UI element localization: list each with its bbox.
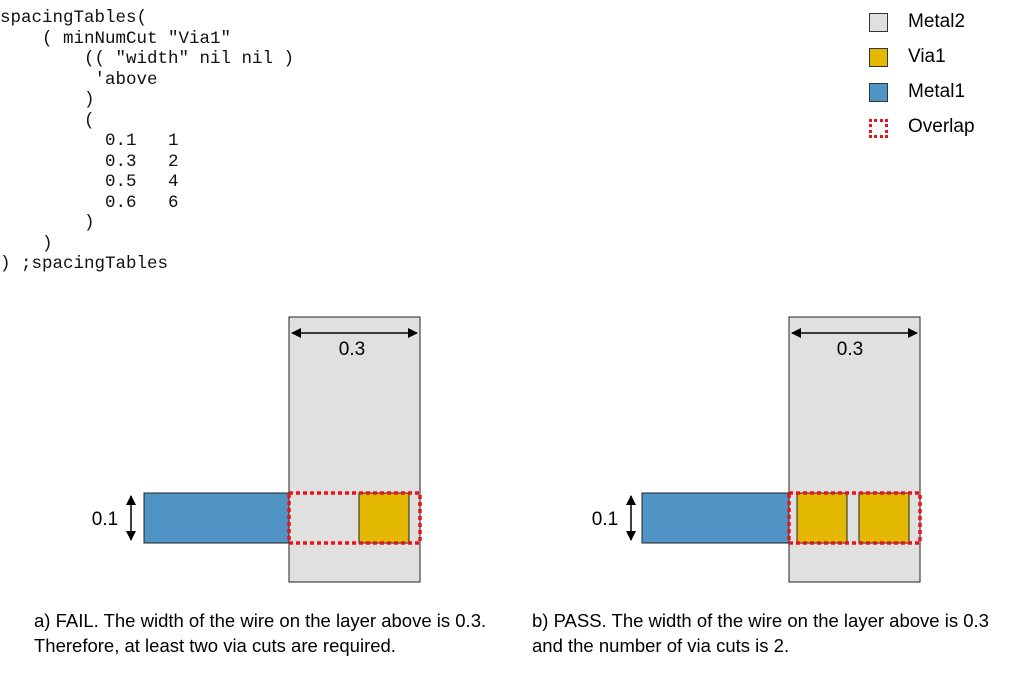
width-label: 0.3 bbox=[837, 339, 863, 360]
code-line: (( "width" nil nil ) bbox=[0, 49, 295, 69]
code-line: 'above bbox=[0, 69, 158, 90]
legend-item-overlap: Overlap bbox=[866, 115, 1015, 141]
via1-cut bbox=[358, 492, 410, 544]
legend-label: Metal1 bbox=[908, 81, 966, 102]
code-line: spacingTables( bbox=[0, 8, 148, 28]
code-line: ) bbox=[0, 90, 95, 110]
legend-item-via1: Via1 bbox=[866, 45, 1015, 71]
overlap-swatch-icon bbox=[869, 119, 888, 138]
code-line: 0.5 4 bbox=[0, 172, 179, 192]
code-line: ) bbox=[0, 213, 95, 233]
legend-label: Overlap bbox=[908, 116, 975, 137]
code-line: ( bbox=[0, 110, 95, 131]
legend-label: Via1 bbox=[908, 46, 946, 67]
caption-b: b) PASS. The width of the wire on the la… bbox=[532, 610, 989, 656]
legend-item-metal2: Metal2 bbox=[866, 10, 1015, 36]
code-line: ( minNumCut "Via1" bbox=[0, 28, 232, 49]
metal1-wire bbox=[143, 492, 290, 544]
diagram-a: 0.3 0.1 bbox=[92, 316, 422, 583]
legend-item-metal1: Metal1 bbox=[866, 80, 1015, 106]
legend-label: Metal2 bbox=[908, 11, 966, 32]
via1-cut bbox=[858, 492, 910, 544]
overlap-region bbox=[287, 491, 422, 545]
metal1-swatch-icon bbox=[869, 83, 888, 102]
code-line: 0.6 6 bbox=[0, 192, 179, 213]
height-label: 0.1 bbox=[92, 509, 118, 530]
spacing-tables-code: spacingTables( ( minNumCut "Via1" (( "wi… bbox=[0, 8, 294, 275]
width-label: 0.3 bbox=[339, 339, 365, 360]
overlap-region bbox=[787, 491, 922, 545]
code-line: 0.1 1 bbox=[0, 131, 179, 151]
diagram-b: 0.3 0.1 bbox=[592, 316, 922, 583]
code-line: ) bbox=[0, 233, 53, 254]
code-line: 0.3 2 bbox=[0, 151, 179, 172]
via1-cut bbox=[796, 492, 848, 544]
metal2-swatch-icon bbox=[869, 13, 888, 32]
via1-swatch-icon bbox=[869, 48, 888, 67]
height-label: 0.1 bbox=[592, 509, 618, 530]
code-line: ) ;spacingTables bbox=[0, 254, 169, 274]
caption-a: a) FAIL. The width of the wire on the la… bbox=[34, 610, 487, 656]
metal1-wire bbox=[641, 492, 790, 544]
